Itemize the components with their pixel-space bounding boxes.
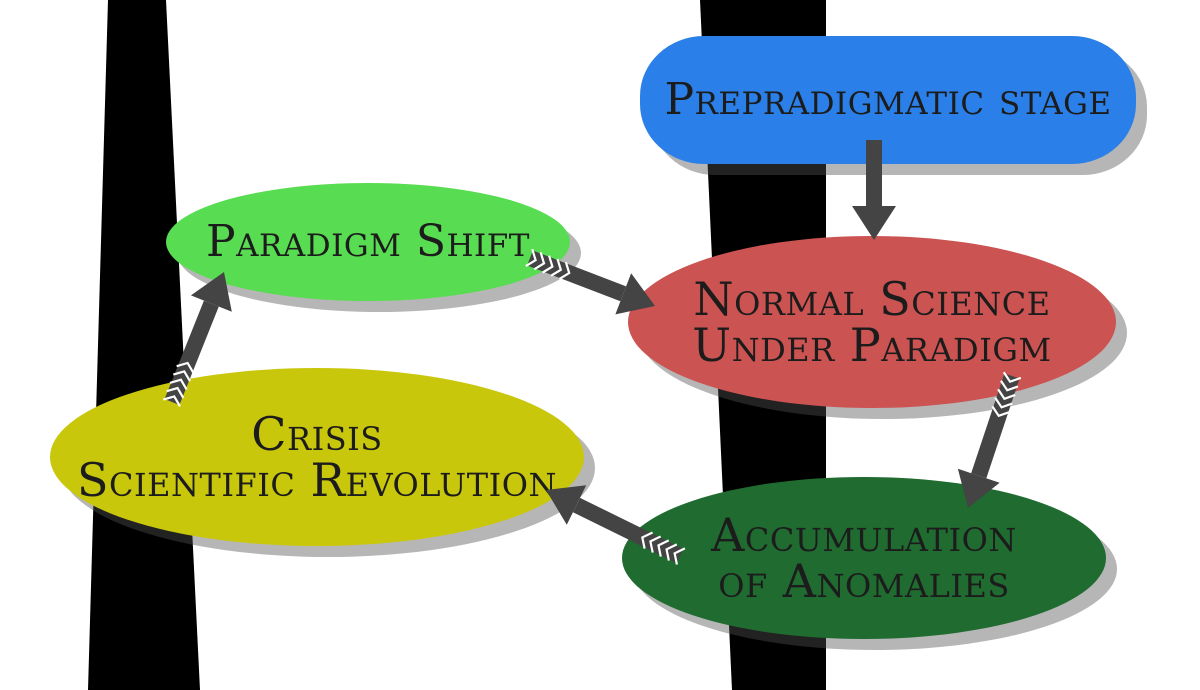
arrow-chevron — [176, 361, 195, 374]
arrow-pre-normal — [852, 140, 896, 240]
arrow-head — [615, 273, 655, 315]
arrow-head — [190, 272, 232, 312]
arrow-chevron — [994, 397, 1013, 409]
arrow-anom-crisis — [546, 485, 686, 565]
node-label-line: Normal Science — [693, 272, 1051, 326]
arrow-chevron — [162, 395, 181, 407]
arrow-chevron — [533, 252, 546, 271]
node-label-line: Under Paradigm — [692, 318, 1052, 372]
arrow-shaft — [572, 497, 684, 564]
node-prepradigmatic-stage: Prepradigmatic stage — [640, 36, 1136, 164]
arrow-chevron — [169, 378, 188, 391]
node-label-line: Prepradigmatic stage — [664, 74, 1112, 125]
arrow-head — [852, 206, 896, 240]
node-label-line: Paradigm Shift — [206, 216, 530, 267]
node-label-line: Accumulation — [711, 508, 1017, 562]
arrow-chevron — [641, 531, 654, 549]
arrow-normal-anom — [957, 371, 1022, 508]
arrow-crisis-shift — [162, 272, 232, 407]
arrow-head — [957, 468, 1000, 508]
node-crisis: Crisis Scientific Revolution — [50, 368, 584, 546]
arrow-chevron — [665, 543, 678, 561]
arrow-chevron — [166, 386, 185, 399]
arrow-chevron — [1002, 371, 1022, 384]
node-label-line: Scientific Revolution — [77, 453, 557, 507]
node-paradigm-shift: Paradigm Shift — [166, 183, 570, 301]
node-label-line: Crisis — [251, 407, 383, 461]
node-label-line: of Anomalies — [718, 554, 1010, 608]
arrow-chevron — [172, 370, 191, 382]
arrow-chevron — [558, 261, 571, 280]
arrow-chevron — [550, 258, 563, 277]
arrow-shaft — [971, 373, 1020, 479]
arrow-chevron — [997, 388, 1016, 401]
arrow-shaft — [866, 140, 882, 206]
arrow-chevron — [1000, 380, 1019, 392]
arrow-head — [546, 485, 587, 525]
node-accumulation-of-anomalies: Accumulation of Anomalies — [622, 477, 1106, 639]
node-normal-science: Normal Science Under Paradigm — [628, 236, 1116, 408]
arrow-chevron — [991, 405, 1010, 418]
arrow-chevron — [525, 248, 537, 267]
arrow-chevron — [542, 255, 554, 274]
arrow-chevron — [673, 547, 686, 565]
arrow-chevron — [657, 539, 670, 557]
arrow-shift-normal — [525, 248, 655, 315]
arrow-chevron — [649, 535, 662, 553]
arrow-shaft — [164, 300, 219, 405]
